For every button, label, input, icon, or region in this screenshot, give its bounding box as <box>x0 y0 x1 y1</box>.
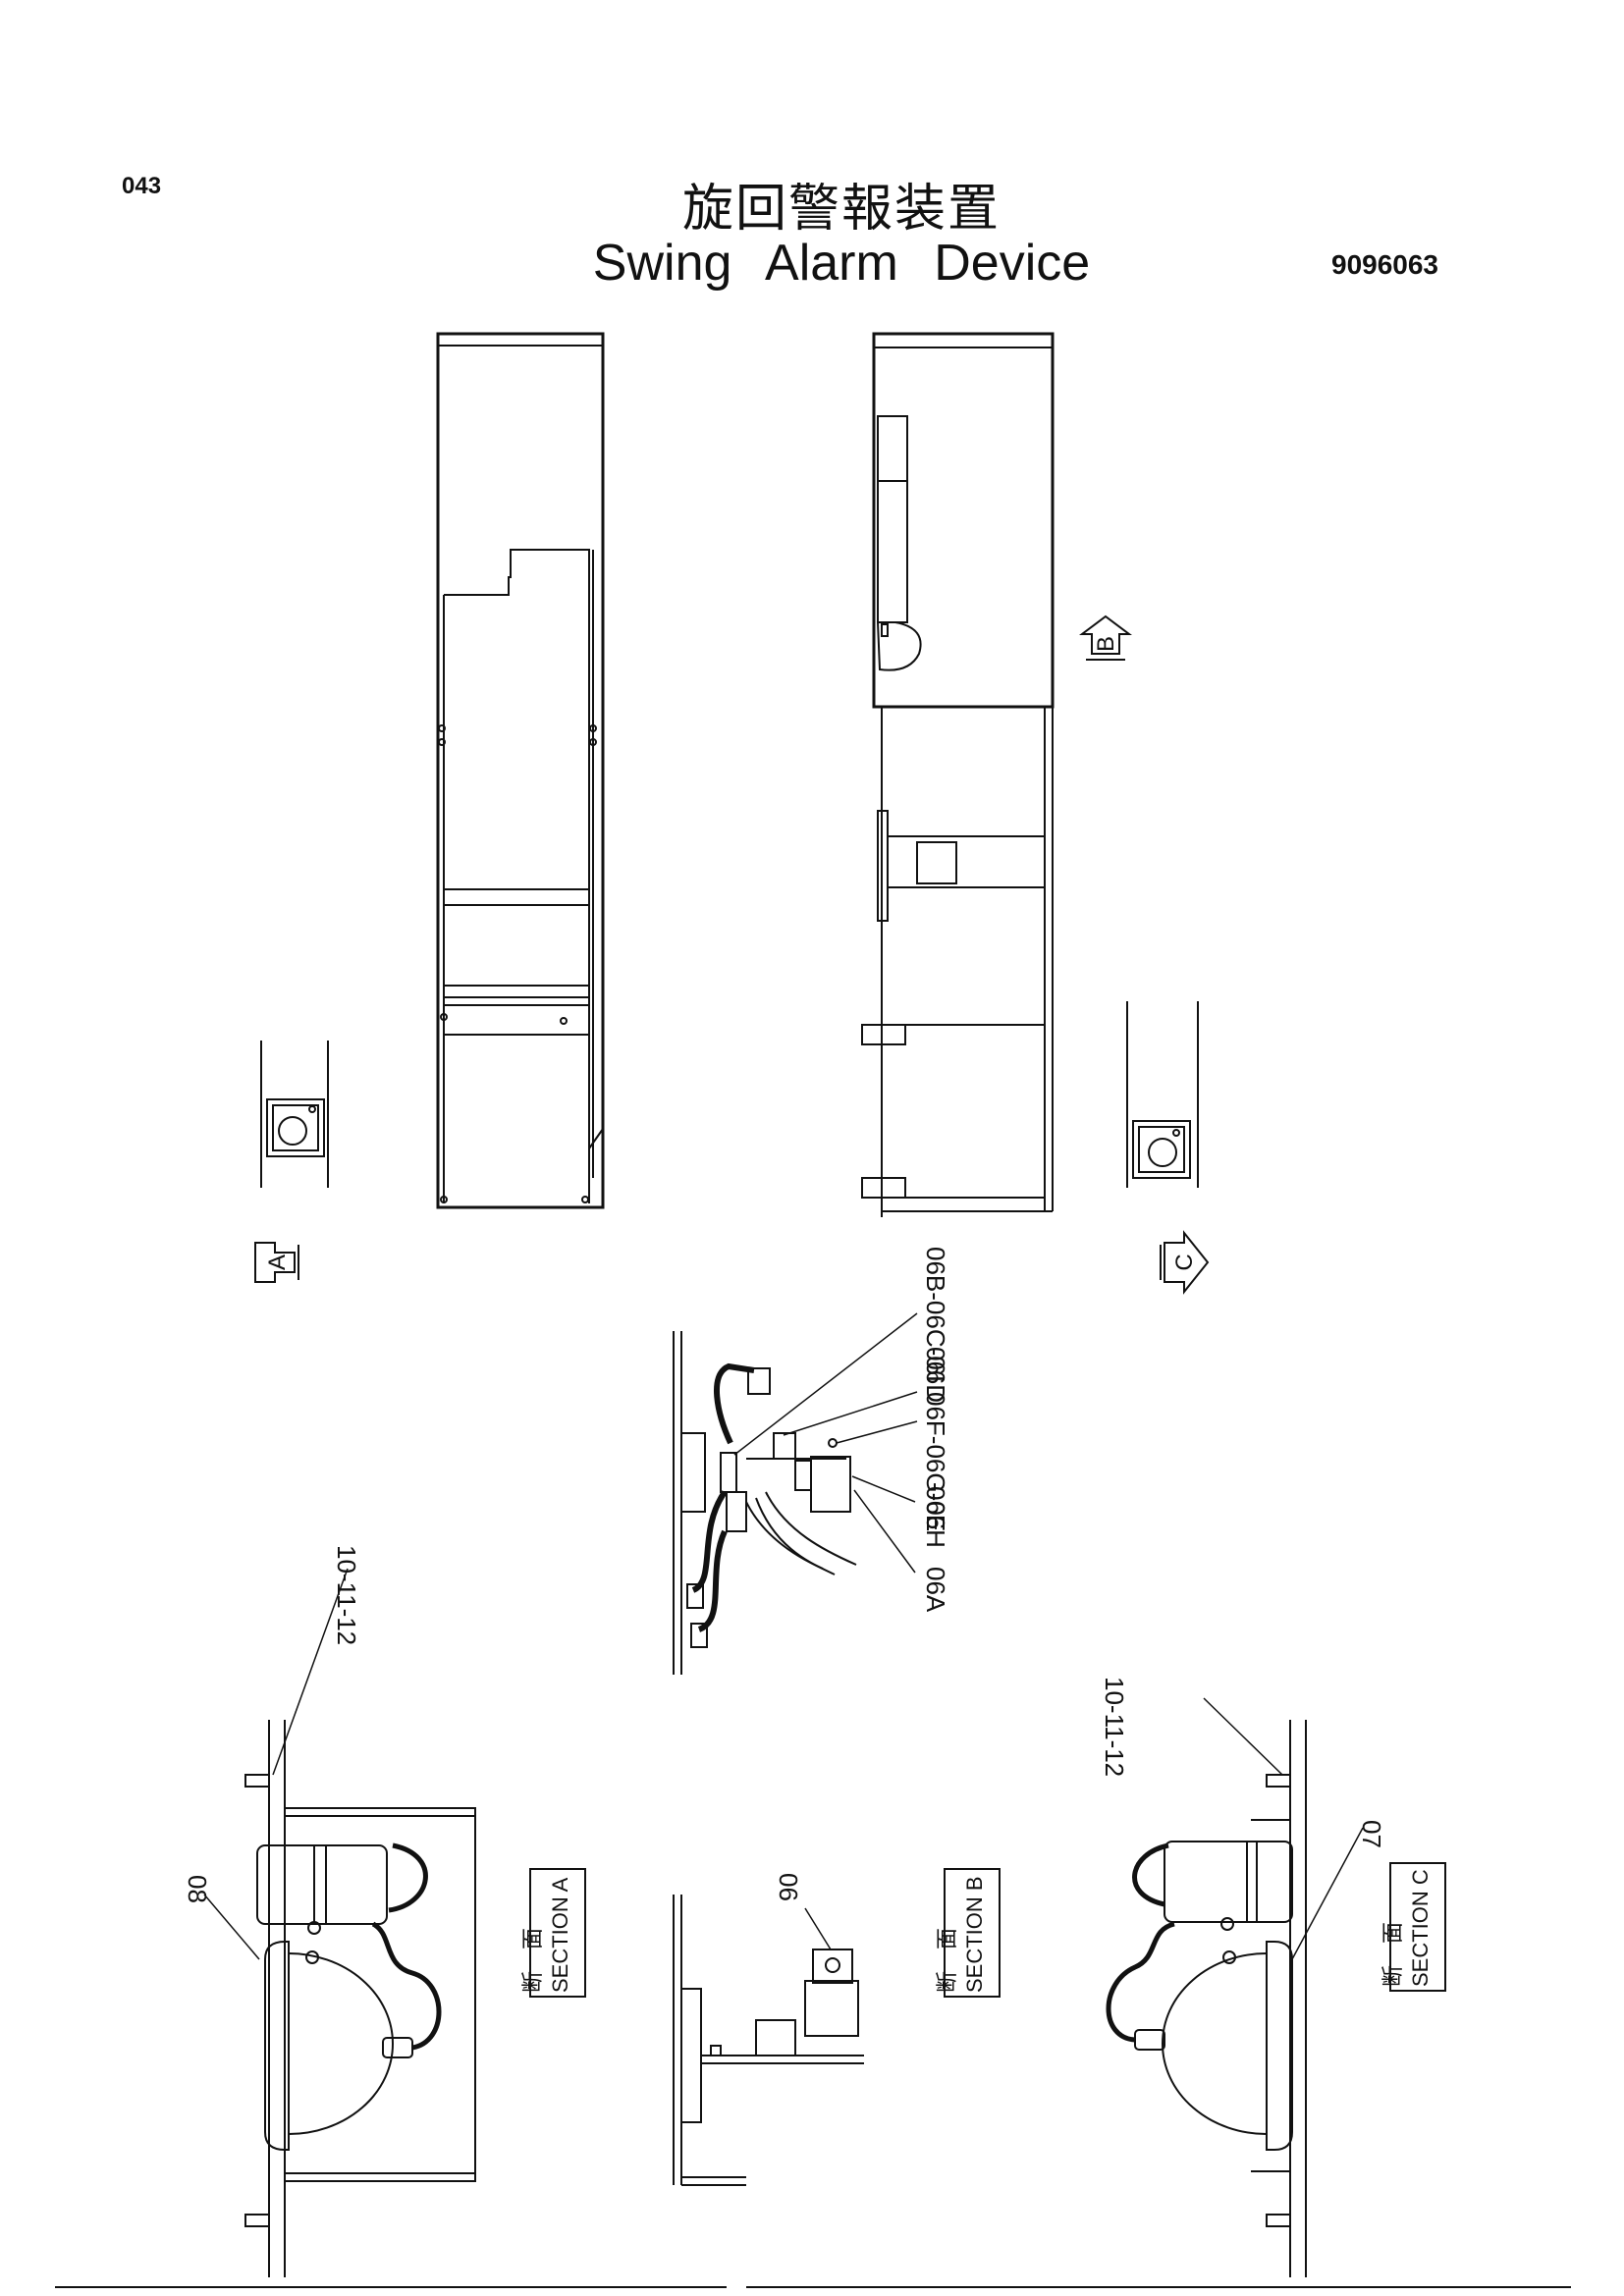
view-marker-b: B <box>1093 636 1119 652</box>
title-english: Swing Alarm Device <box>592 235 1091 292</box>
view-marker-a: A <box>264 1255 291 1270</box>
title-japanese: 旋回警報装置 <box>681 180 1001 239</box>
section-a-view <box>244 1720 476 2277</box>
section-c-jp: 断 面 <box>1380 1922 1405 1987</box>
section-b-en: SECTION B <box>962 1876 987 1993</box>
callout-06a: 06A <box>921 1567 950 1613</box>
section-c-view <box>1106 1720 1307 2277</box>
page-code: 043 <box>122 173 162 199</box>
callout-06b-06d: 06B-06C-06D <box>921 1247 950 1403</box>
callout-labels: 06B-06C-06D 06I 06F-06G-06H 06E 06A 10-1… <box>183 1247 1386 1903</box>
callout-06f-06h: 06F-06G-06H <box>921 1392 950 1548</box>
cover-panel-left-view <box>436 332 605 1209</box>
inset-alarm-left <box>260 1041 329 1188</box>
relay-harness-detail <box>673 1331 857 1675</box>
callout-10-12-right: 10-11-12 <box>1100 1677 1129 1777</box>
section-a-label: 断 面 SECTION A <box>520 1868 586 1998</box>
drawing-number: 9096063 <box>1331 249 1439 280</box>
section-a-jp: 断 面 <box>520 1928 545 1993</box>
callout-06: 06 <box>774 1873 803 1901</box>
callout-07: 07 <box>1357 1820 1386 1848</box>
view-marker-c: C <box>1171 1254 1198 1270</box>
leader-lines <box>203 1312 1364 1960</box>
view-arrow-a: A <box>254 1242 299 1283</box>
view-arrow-b: B <box>1079 614 1132 661</box>
view-arrow-c: C <box>1160 1230 1210 1295</box>
section-b-jp: 断 面 <box>935 1928 959 1993</box>
callout-08: 08 <box>183 1875 212 1903</box>
section-c-en: SECTION C <box>1408 1869 1433 1987</box>
section-b-view <box>673 1895 864 2186</box>
callout-06e: 06E <box>921 1486 950 1531</box>
section-c-label: 断 面 SECTION C <box>1380 1862 1446 1992</box>
callout-10-12-left: 10-11-12 <box>332 1545 361 1645</box>
inset-alarm-right <box>1126 1001 1199 1188</box>
callout-06i: 06I <box>921 1347 950 1382</box>
section-b-label: 断 面 SECTION B <box>935 1868 1001 1998</box>
section-a-en: SECTION A <box>548 1877 572 1993</box>
cover-panel-right-view <box>861 332 1055 1217</box>
